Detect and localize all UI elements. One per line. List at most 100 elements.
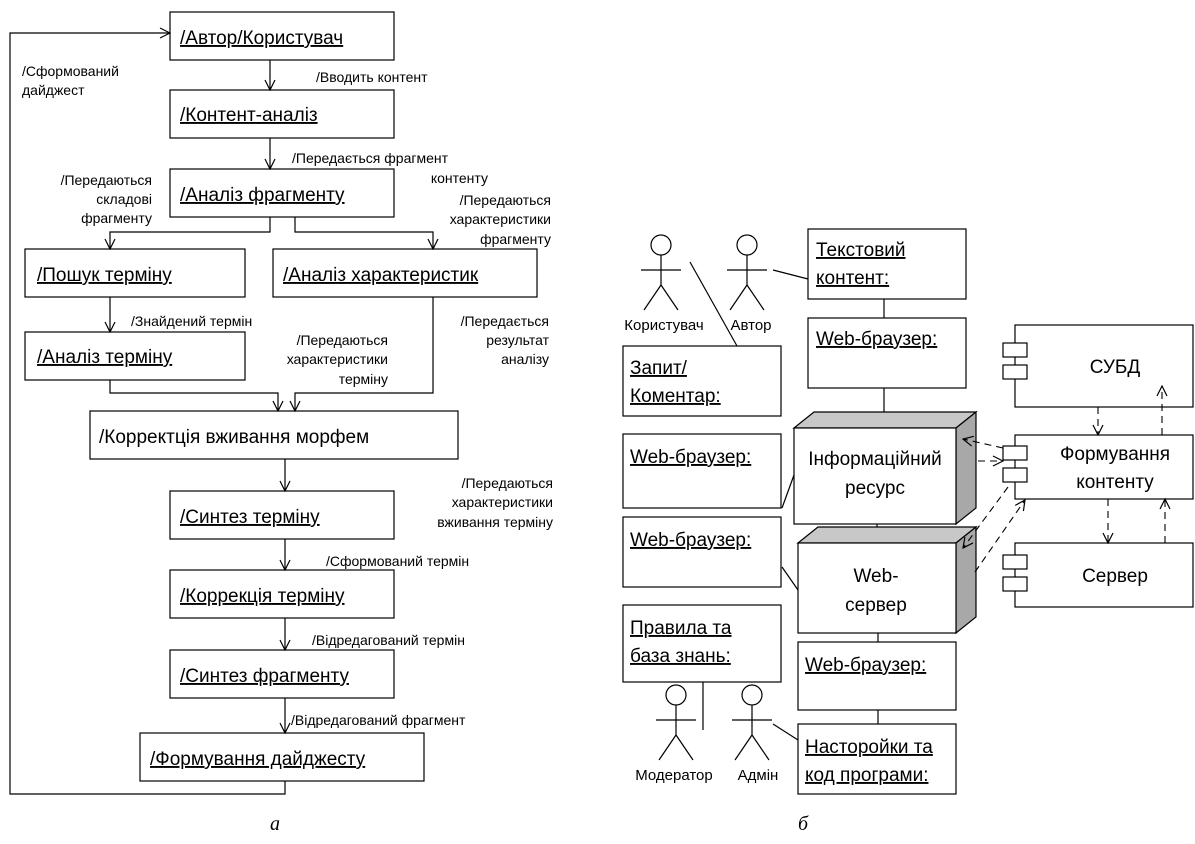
link-left1-info: [781, 474, 795, 509]
dep-formation-to-web: [963, 486, 1009, 548]
box-digest-formation: /Формування дайджесту: [139, 732, 425, 782]
label-info-1: Інформаційний: [808, 449, 942, 470]
object-browser-left2: Web-браузер:: [622, 516, 782, 588]
object-rules-kb: Правила та база знань:: [622, 604, 782, 683]
link-left2-web: [781, 566, 799, 591]
dep-web-to-formation: [974, 500, 1025, 573]
label-rules-2: база знань:: [630, 646, 731, 667]
edge-label-frag-chars-3: фрагменту: [480, 231, 551, 247]
actor-admin-icon: [732, 684, 772, 761]
edge-label-term-chars-1: /Передаються: [297, 332, 388, 348]
box-author-user: /Автор/Користувач: [169, 11, 395, 61]
edge-label-term-chars-2: характеристики: [287, 351, 388, 367]
label-browser-left2: Web-браузер:: [630, 530, 751, 551]
node-web-server: Web- сервер: [796, 525, 978, 635]
edge-label-usage-chars-1: /Передаються: [462, 475, 553, 491]
actor-admin-label: Адмін: [738, 767, 779, 784]
edge-label-components-3: фрагменту: [81, 210, 152, 226]
edge-label-fragment-passed-1: /Передається фрагмент: [292, 150, 449, 166]
deployment-diagram: Користувач Автор Модератор Адмін: [622, 228, 1194, 835]
actor-user-label: Користувач: [624, 317, 703, 334]
label-term-synthesis: /Синтез терміну: [180, 507, 320, 528]
dep-formation-to-info: [963, 439, 1004, 449]
caption-a: а: [270, 813, 280, 835]
label-browser-admin: Web-браузер:: [805, 655, 926, 676]
component-content-formation: Формування контенту: [1002, 434, 1194, 500]
arrow-term-to-morpheme: [109, 380, 278, 411]
edge-label-digest-2: дайджест: [22, 82, 85, 98]
object-browser-author: Web-браузер:: [807, 317, 967, 389]
arrow-chars-to-morpheme: [295, 297, 434, 411]
edge-label-components-2: складові: [96, 191, 152, 207]
actor-author-label: Автор: [730, 317, 771, 334]
label-settings-2: код програми:: [805, 765, 928, 786]
box-term-synthesis: /Синтез терміну: [169, 490, 395, 540]
link-admin-settings: [772, 723, 799, 741]
label-characteristics-analysis: /Аналіз характеристик: [283, 265, 479, 286]
edge-label-edited-term: /Відредагований термін: [312, 632, 465, 648]
label-request-1: Запит/: [630, 358, 688, 379]
arrow-to-characteristics: [294, 217, 433, 249]
edge-label-enters-content: /Вводить контент: [316, 69, 428, 85]
label-browser-author: Web-браузер:: [816, 329, 937, 350]
object-text-content: Текстовий контент:: [807, 228, 967, 300]
edge-label-term-chars-3: терміну: [339, 371, 388, 387]
box-fragment-analysis: /Аналіз фрагменту: [169, 168, 395, 218]
arrow-feedback-loop: [9, 33, 286, 795]
link-author-text: [772, 269, 809, 280]
label-fragment-analysis: /Аналіз фрагменту: [180, 185, 345, 206]
actor-author-icon: [727, 234, 767, 311]
box-characteristics-analysis: /Аналіз характеристик: [272, 248, 538, 298]
box-term-search: /Пошук терміну: [24, 248, 246, 298]
box-term-correction: /Коррекція терміну: [169, 569, 395, 619]
actor-moderator-icon: [656, 684, 696, 761]
label-dbms: СУБД: [1090, 357, 1141, 378]
label-term-correction: /Коррекція терміну: [180, 586, 345, 607]
edge-label-frag-chars-1: /Передаються: [460, 192, 551, 208]
label-content-formation-1: Формування: [1060, 444, 1170, 465]
component-server: Сервер: [1002, 542, 1194, 608]
object-settings-code: Насторойки та код програми:: [797, 723, 957, 795]
box-fragment-synthesis: /Синтез фрагменту: [169, 649, 395, 699]
label-web-1: Web-: [853, 566, 898, 587]
activity-diagram: /Автор/Користувач /Контент-аналіз /Аналі…: [9, 11, 553, 835]
edge-label-result-3: аналізу: [501, 351, 549, 367]
component-dbms: СУБД: [1002, 324, 1194, 408]
caption-b: б: [798, 813, 809, 835]
box-morpheme-correction: /Корректція вживання морфем: [89, 410, 459, 460]
object-browser-admin: Web-браузер:: [797, 641, 957, 711]
arrow-to-term-search: [110, 217, 271, 249]
label-text-content-1: Текстовий: [816, 240, 906, 261]
label-digest-formation: /Формування дайджесту: [150, 749, 366, 770]
box-content-analysis: /Контент-аналіз: [169, 89, 395, 139]
actor-user-icon: [641, 234, 681, 311]
box-term-analysis: /Аналіз терміну: [24, 331, 246, 381]
edge-label-result-2: результат: [486, 332, 549, 348]
edge-label-fragment-passed-2: контенту: [431, 170, 488, 186]
label-term-search: /Пошук терміну: [37, 265, 172, 286]
label-content-formation-2: контенту: [1076, 472, 1154, 493]
edge-label-formed-term: /Сформований термін: [326, 553, 469, 569]
label-text-content-2: контент:: [816, 268, 889, 289]
object-request-comment: Запит/ Коментар:: [622, 345, 782, 417]
label-content-analysis: /Контент-аналіз: [180, 105, 318, 126]
label-browser-left1: Web-браузер:: [630, 447, 751, 468]
label-server: Сервер: [1082, 566, 1148, 587]
edge-label-frag-chars-2: характеристики: [450, 211, 551, 227]
label-settings-1: Насторойки та: [805, 737, 933, 758]
label-request-2: Коментар:: [630, 386, 721, 407]
label-author-user: /Автор/Користувач: [180, 28, 343, 49]
edge-label-digest-1: /Сформований: [22, 63, 119, 79]
label-web-2: сервер: [845, 595, 907, 616]
edge-label-found-term: /Знайдений термін: [131, 313, 252, 329]
edge-label-edited-fragment: /Відредагований фрагмент: [291, 712, 466, 728]
edge-label-components-1: /Передаються: [61, 172, 152, 188]
edge-label-usage-chars-2: характеристики: [452, 494, 553, 510]
edge-label-result-1: /Передається: [461, 313, 549, 329]
label-rules-1: Правила та: [630, 618, 732, 639]
node-info-resource: Інформаційний ресурс: [792, 410, 978, 526]
label-info-2: ресурс: [845, 478, 905, 499]
object-browser-left1: Web-браузер:: [622, 433, 782, 509]
actor-moderator-label: Модератор: [635, 767, 713, 784]
